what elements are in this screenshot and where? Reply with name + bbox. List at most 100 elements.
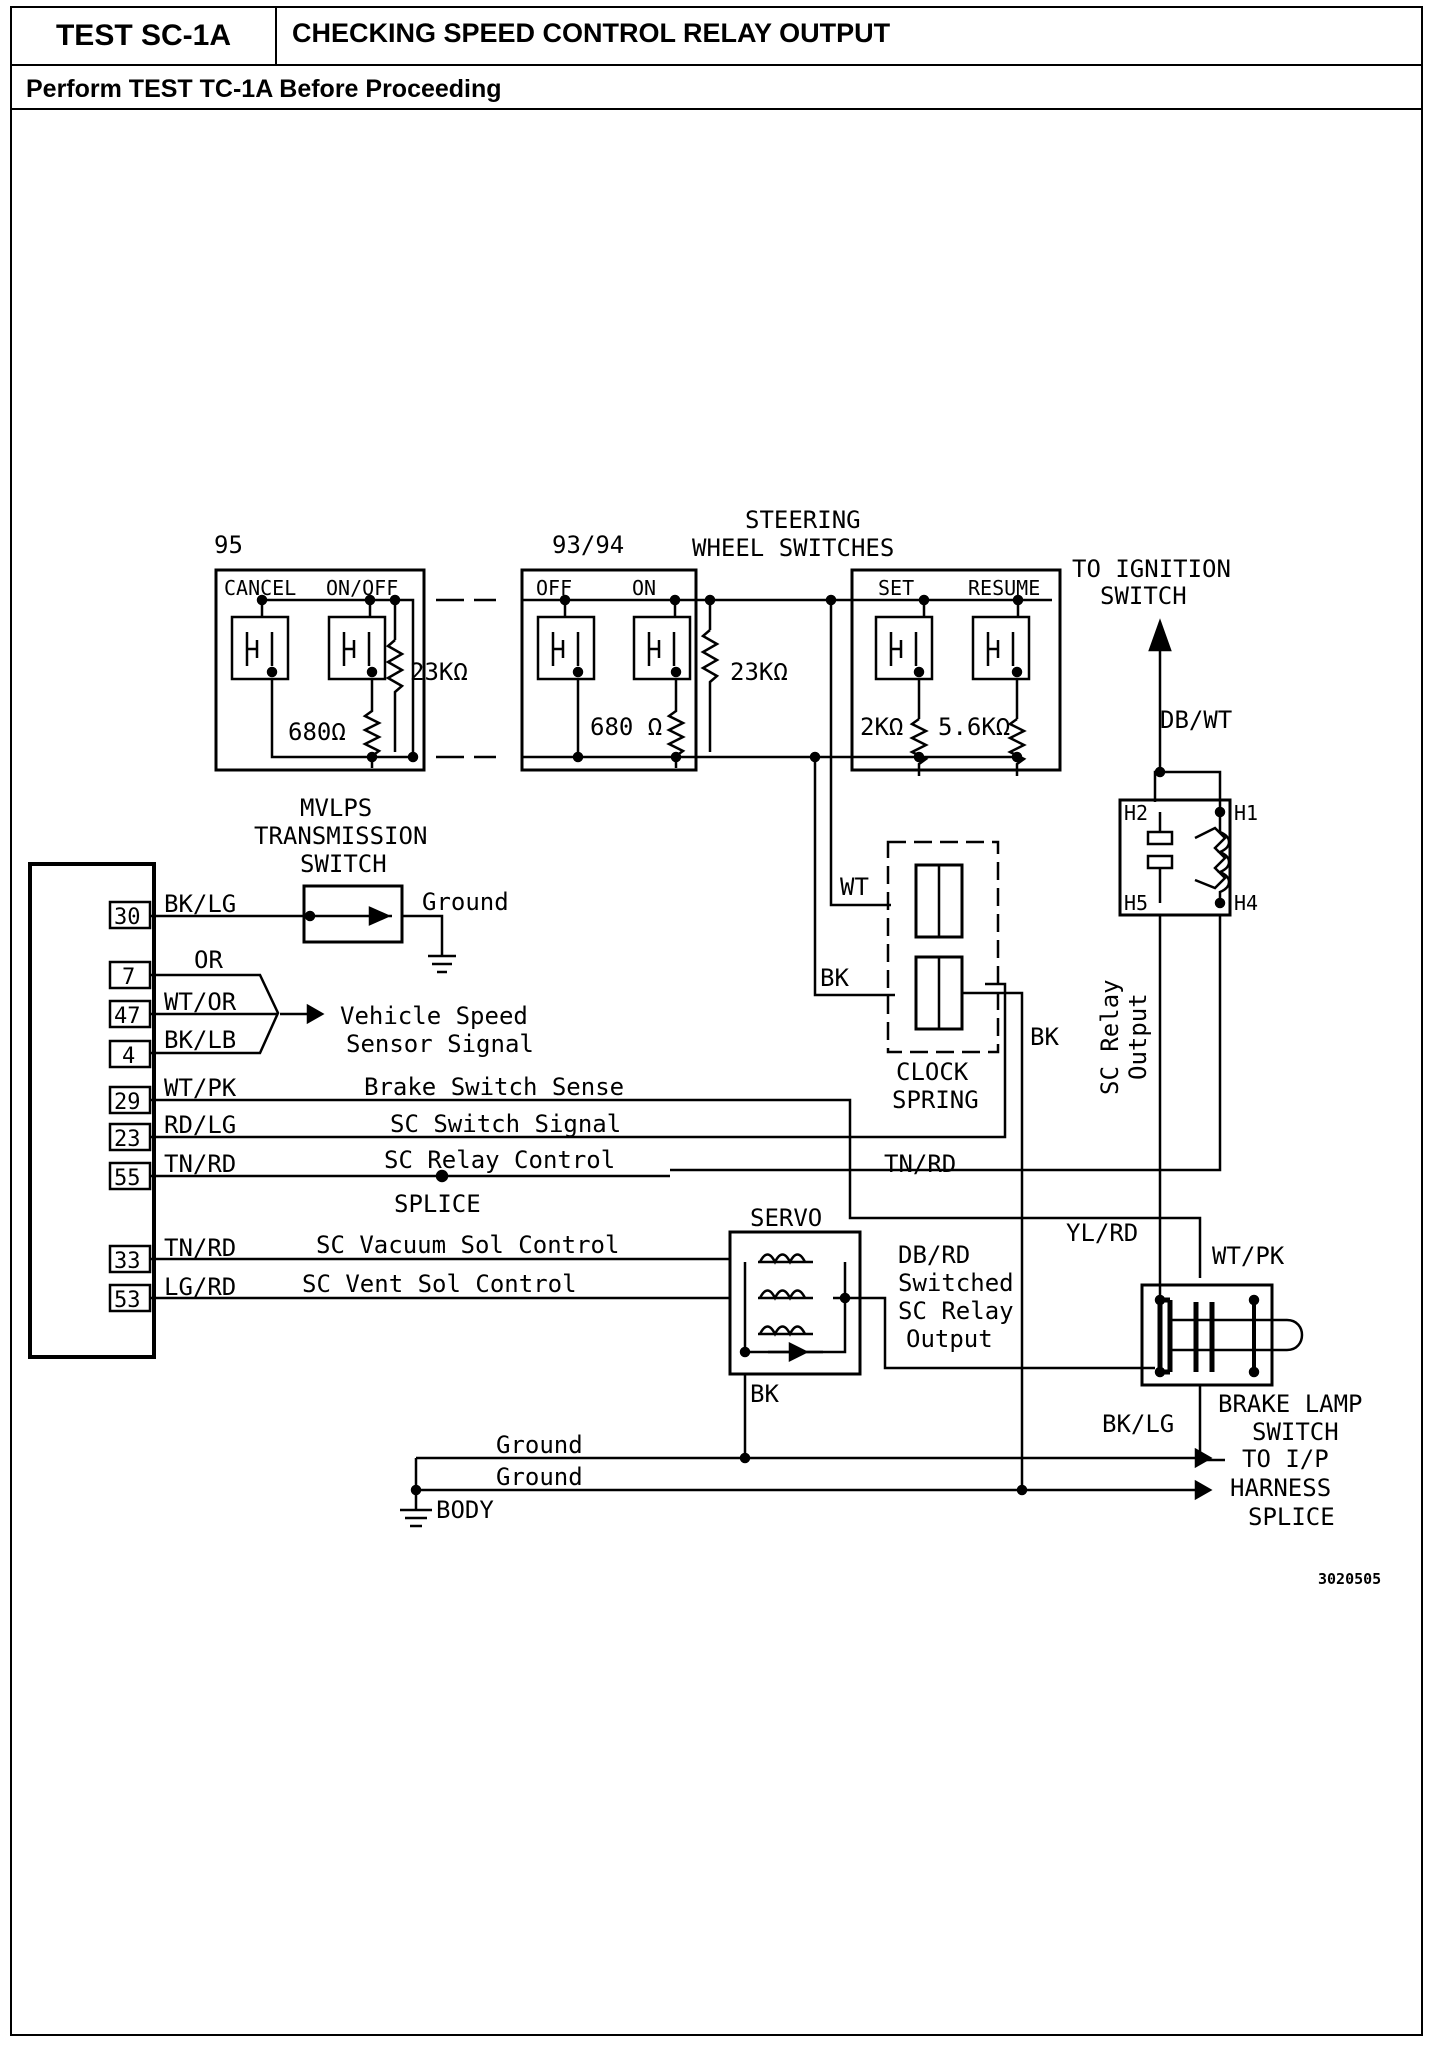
sc-relay [1118,798,1232,917]
servo-wires [743,1296,1155,1458]
sc-vent-sol-label: SC Vent Sol Control [302,1270,577,1298]
splice-label: SPLICE [394,1190,481,1218]
ip-harness-line2: HARNESS [1230,1474,1331,1502]
db-wt-wire-label: DB/WT [1160,706,1232,734]
relay-h2-label: H2 [1124,801,1148,825]
sc-relay-control-label: SC Relay Control [384,1146,615,1174]
to-ignition-line2: SWITCH [1100,582,1187,610]
figure-number: 3020505 [1318,1570,1381,1588]
mvlps-wires [150,914,444,956]
to-ignition-arrow [1148,618,1172,652]
page-frame [10,6,1423,2036]
servo-bk-label: BK [750,1380,779,1408]
brake-lamp-line1: BRAKE LAMP [1218,1390,1363,1418]
on-off-switch-label: ON/OFF [326,576,398,600]
splice-dot [435,1169,449,1183]
group-93-94-label: 93/94 [552,531,624,559]
cancel-switch-label: CANCEL [224,576,296,600]
vss-bundle [150,973,280,1055]
prerequisite-row [10,66,1423,110]
pin-7: 7 [122,965,135,990]
clock-spring [886,840,1000,1054]
db-rd-line4: Output [906,1325,993,1353]
vss-line1: Vehicle Speed [340,1002,528,1030]
steering-wheel-switches [809,568,1062,776]
clock-spring-bk-right-label: BK [1030,1023,1059,1051]
servo-label: SERVO [750,1204,822,1232]
clock-spring-wt-label: WT [840,873,869,901]
ground-2-label: Ground [496,1463,583,1491]
ip-harness-line3: SPLICE [1248,1503,1335,1531]
header-row [10,6,1423,66]
db-rd-line2: Switched [898,1269,1014,1297]
sc-relay-output-line2: Output [1124,993,1152,1080]
switch-group-95 [214,568,426,772]
pcm-connector [28,862,156,1359]
ground-1-label: Ground [496,1431,583,1459]
group-95-680-resistor: 680Ω [288,718,346,746]
wire-rd-lg: RD/LG [164,1111,236,1139]
brake-lamp-line2: SWITCH [1252,1418,1339,1446]
mvlps-line1: MVLPS [300,794,372,822]
pin-55: 55 [114,1166,141,1191]
yl-rd-label: YL/RD [1066,1219,1138,1247]
to-ignition-line1: TO IGNITION [1072,555,1231,583]
steering-title-1: STEERING [745,506,861,534]
relay-h5-label: H5 [1124,891,1148,915]
pin-33: 33 [114,1249,141,1274]
pin-4: 4 [122,1044,135,1069]
relay-h1-label: H1 [1234,801,1258,825]
wire-tn-rd: TN/RD [164,1150,236,1178]
clock-spring-bk-label: BK [820,964,849,992]
sc-switch-signal-label: SC Switch Signal [390,1110,621,1138]
test-title: CHECKING SPEED CONTROL RELAY OUTPUT [292,18,891,48]
group-95-23k-resistor: 23KΩ [410,658,468,686]
pin-30: 30 [114,905,141,930]
clock-spring-line1: CLOCK [896,1058,969,1086]
brake-switch-sense-label: Brake Switch Sense [364,1073,624,1101]
wire-wt-or: WT/OR [164,988,237,1016]
wire-wt-pk: WT/PK [164,1074,237,1102]
mvlps-line3: SWITCH [300,850,387,878]
group-93-94-23k-resistor: 23KΩ [730,658,788,686]
vss-line2: Sensor Signal [346,1030,534,1058]
steering-5-6k-resistor: 5.6KΩ [938,713,1010,741]
mvlps-ground-label: Ground [422,888,509,916]
wire-bk-lb: BK/LB [164,1026,236,1054]
ground-wires [414,1456,1206,1510]
servo [728,1230,862,1376]
group-93-94-680-resistor: 680 Ω [590,713,662,741]
pin-23: 23 [114,1127,141,1152]
ip-harness-line1: TO I/P [1242,1445,1329,1473]
steering-title-2: WHEEL SWITCHES [692,534,894,562]
wire-tn-rd-vac: TN/RD [164,1234,236,1262]
clock-spring-feed-wires [813,600,895,997]
pin-47: 47 [114,1004,141,1029]
set-switch-label: SET [878,576,914,600]
body-label: BODY [436,1496,494,1524]
pin-53: 53 [114,1288,141,1313]
tn-rd-right-label: TN/RD [884,1150,956,1178]
clock-spring-line2: SPRING [892,1086,979,1114]
db-rd-line3: SC Relay [898,1297,1014,1325]
wire-lg-rd: LG/RD [164,1273,236,1301]
test-id: TEST SC-1A [12,6,277,66]
pin-29: 29 [114,1090,141,1115]
wire-or: OR [194,946,223,974]
wire-bk-lg: BK/LG [164,890,236,918]
clock-spring-bk-wire [962,991,1024,1493]
body-ground-icon [400,1508,432,1528]
on-switch-label: ON [632,576,656,600]
resume-switch-label: RESUME [968,576,1040,600]
steering-2k-resistor: 2KΩ [860,713,903,741]
wt-pk-label: WT/PK [1212,1242,1285,1270]
relay-h4-label: H4 [1234,891,1258,915]
mvlps-line2: TRANSMISSION [254,822,427,850]
brake-switch-sense-wire [150,1098,1202,1278]
off-switch-label: OFF [536,576,572,600]
mvlps-switch [302,884,404,944]
mvlps-ground-icon [428,954,456,974]
group-95-label: 95 [214,531,243,559]
switch-group-93-94 [520,568,862,772]
